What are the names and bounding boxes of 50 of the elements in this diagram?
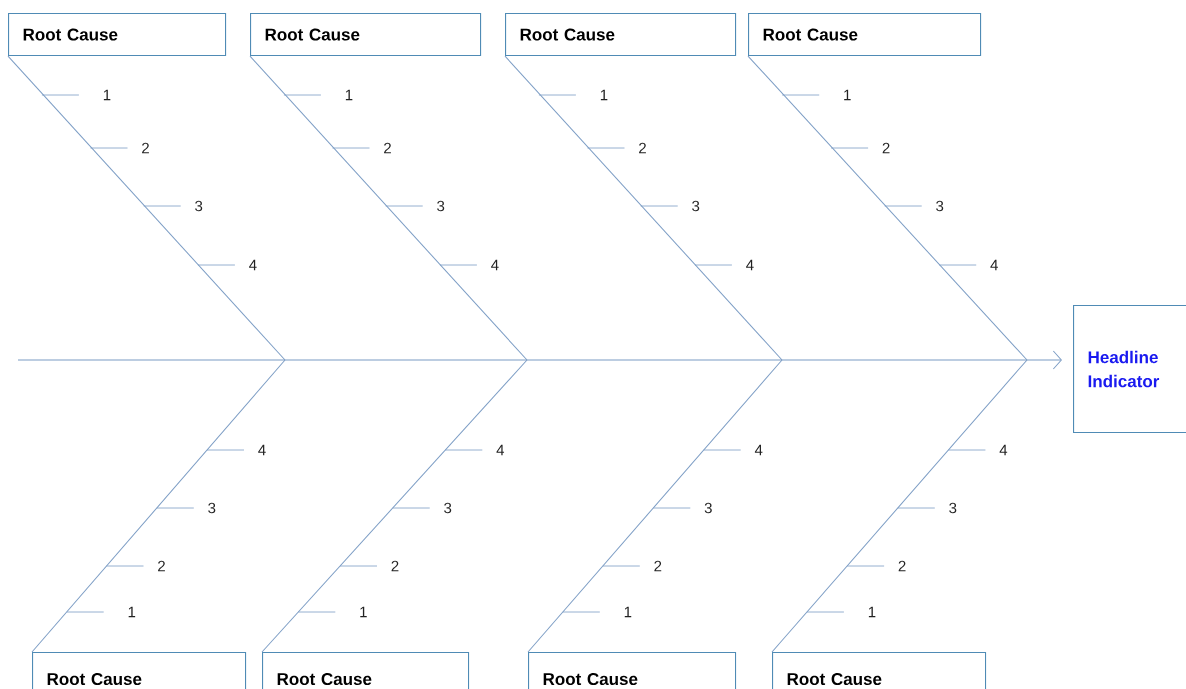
tick-number: 2 bbox=[639, 142, 646, 154]
tick-number: 2 bbox=[158, 560, 165, 572]
spine-arrow bbox=[17, 350, 1062, 370]
cause-box: Root Cause bbox=[748, 13, 982, 57]
tick-number: 4 bbox=[746, 259, 754, 271]
tick-number: 4 bbox=[258, 444, 266, 456]
tick-number: 1 bbox=[624, 606, 632, 618]
tick-number: 1 bbox=[868, 606, 876, 618]
tick-number: 1 bbox=[345, 89, 353, 101]
bone-line bbox=[771, 359, 1028, 653]
bone-line bbox=[527, 359, 783, 653]
cause-box: Root Cause bbox=[772, 652, 987, 689]
tick-number: 1 bbox=[844, 89, 851, 101]
tick-number: 3 bbox=[208, 502, 216, 514]
tick-number: 2 bbox=[898, 560, 906, 572]
cause-box: Root Cause bbox=[250, 13, 482, 57]
cause-box: Root Cause bbox=[8, 13, 227, 57]
bone-line bbox=[504, 55, 783, 361]
tick-number: 4 bbox=[754, 444, 763, 456]
tick-number: 4 bbox=[496, 444, 505, 456]
tick-number: 3 bbox=[692, 200, 700, 212]
bone-line bbox=[249, 55, 528, 361]
tick-number: 2 bbox=[654, 560, 662, 572]
tick-number: 2 bbox=[391, 560, 399, 572]
tick-number: 1 bbox=[600, 89, 608, 101]
cause-box: Root Cause bbox=[32, 652, 247, 689]
bone-line bbox=[261, 359, 528, 653]
tick-number: 1 bbox=[128, 606, 136, 618]
tick-number: 3 bbox=[444, 502, 452, 514]
tick-number: 3 bbox=[949, 502, 957, 514]
tick-number: 4 bbox=[491, 259, 499, 271]
bone-line bbox=[31, 359, 286, 653]
tick-number: 3 bbox=[936, 200, 944, 212]
tick-number: 4 bbox=[249, 259, 257, 271]
bone-line bbox=[747, 55, 1028, 361]
tick-number: 4 bbox=[999, 444, 1008, 456]
tick-number: 2 bbox=[384, 142, 391, 154]
tick-number: 3 bbox=[195, 200, 203, 212]
cause-box: Root Cause bbox=[262, 652, 470, 689]
bone-line bbox=[7, 55, 286, 361]
indicator-box: Headline Indicator bbox=[1073, 305, 1186, 434]
tick-number: 2 bbox=[882, 142, 890, 154]
tick-number: 3 bbox=[437, 200, 445, 212]
tick-number: 1 bbox=[360, 606, 367, 618]
tick-number: 3 bbox=[704, 502, 712, 514]
cause-box: Root Cause bbox=[528, 652, 737, 689]
tick-number: 4 bbox=[990, 259, 998, 271]
tick-number: 2 bbox=[142, 142, 149, 154]
cause-box: Root Cause bbox=[505, 13, 737, 57]
tick-number: 1 bbox=[103, 89, 111, 101]
